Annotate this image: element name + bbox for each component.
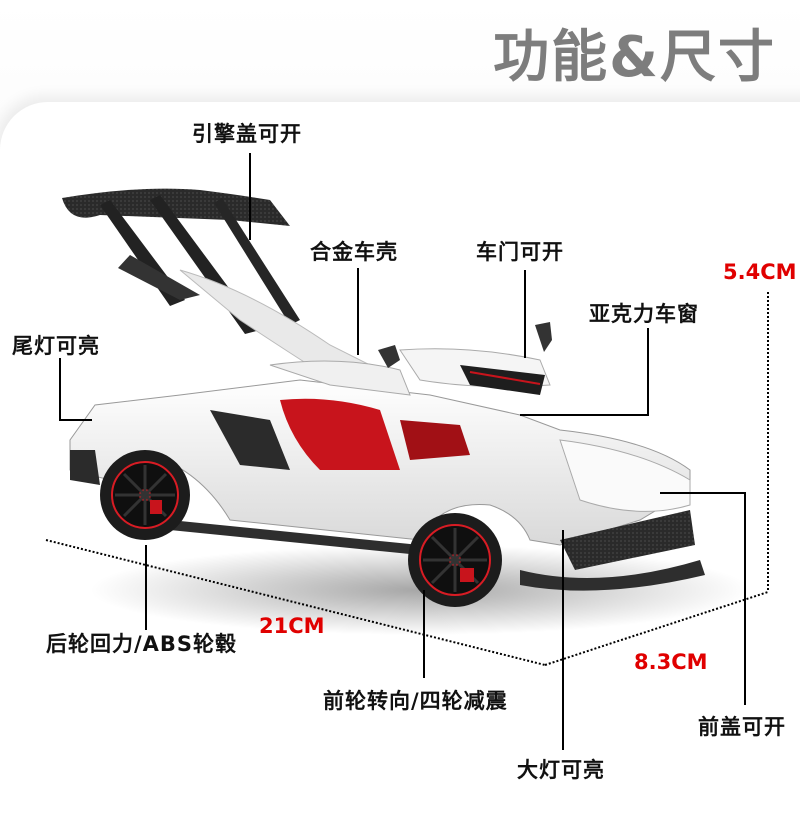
dimension-length: 21CM (259, 614, 325, 638)
dimension-height: 5.4CM (723, 260, 797, 284)
callout-front-hood: 前盖可开 (698, 715, 786, 739)
callout-doors: 车门可开 (476, 240, 564, 264)
leader-lines (59, 153, 746, 750)
front-wheel (408, 513, 502, 607)
front-splitter (520, 560, 705, 591)
page-title: 功能&尺寸 (493, 25, 776, 90)
callout-alloy-body: 合金车壳 (310, 240, 398, 264)
callout-engine-cover: 引擎盖可开 (192, 122, 302, 146)
dimension-width: 8.3CM (634, 650, 708, 674)
dimension-lines (45, 292, 769, 666)
car-diagram (45, 153, 769, 750)
left-door (269, 360, 411, 396)
callout-tail-light: 尾灯可亮 (12, 334, 100, 358)
callout-rear-wheel: 后轮回力/ABS轮毂 (46, 632, 238, 656)
callout-front-wheel: 前轮转向/四轮减震 (323, 689, 508, 713)
callout-acrylic-window: 亚克力车窗 (589, 302, 699, 326)
side-skirt (170, 520, 420, 555)
red-interior (280, 398, 400, 470)
rear-wheel (100, 450, 190, 540)
callout-headlight: 大灯可亮 (517, 758, 605, 782)
